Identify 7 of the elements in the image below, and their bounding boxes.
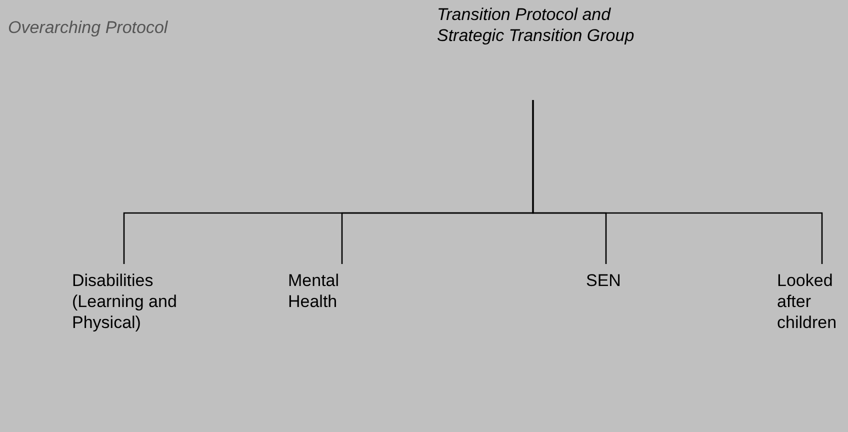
branch-label: Disabilities (Learning and Physical) [72, 270, 184, 333]
root-heading: Transition Protocol and Strategic Transition Group [437, 4, 657, 46]
connector-line [532, 100, 823, 264]
note-text: Overarching Protocol [8, 18, 168, 38]
branch-label: SEN [586, 270, 646, 291]
branch-label: Mental Health [288, 270, 388, 312]
branch-label: Looked after children [777, 270, 847, 333]
